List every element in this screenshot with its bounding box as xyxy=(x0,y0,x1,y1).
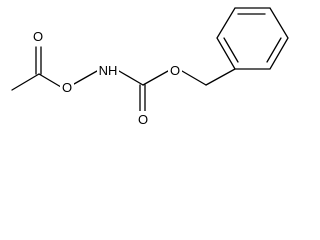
bond-methylene-ring xyxy=(205,68,236,86)
atom-mask-o1 xyxy=(31,28,45,44)
chemical-structure-diagram: O O NH O O xyxy=(11,7,289,127)
benzene-inner-bond-2 xyxy=(266,37,282,63)
bond-nitrogen-carbamate xyxy=(118,70,144,86)
bond-methyl-carbonyl xyxy=(11,73,40,91)
bond-ester-oxygen-nitrogen xyxy=(73,70,98,85)
bond-carbamate-ester-oxygen xyxy=(142,70,169,86)
atom-mask-n xyxy=(97,62,119,78)
atom-label-ester-oxygen-right: O xyxy=(170,63,180,78)
atom-label-carbonyl-oxygen-right: O xyxy=(138,112,148,127)
atom-mask-o3 xyxy=(136,111,150,127)
atom-label-ester-oxygen-left: O xyxy=(62,80,72,95)
benzene-ring xyxy=(216,7,289,70)
atom-mask-o4 xyxy=(168,62,182,78)
bond-acetyl-ester-oxygen xyxy=(38,73,62,88)
bond-layer xyxy=(11,7,289,112)
atom-mask-o2 xyxy=(60,79,74,95)
bond-ester-oxygen-methylene xyxy=(181,70,207,86)
atom-label-carbonyl-oxygen-left: O xyxy=(33,29,43,44)
atom-label-nitrogen: NH xyxy=(99,63,118,78)
benzene-inner-bond-3 xyxy=(223,37,239,63)
atom-label-layer: O O NH O O xyxy=(31,28,182,127)
